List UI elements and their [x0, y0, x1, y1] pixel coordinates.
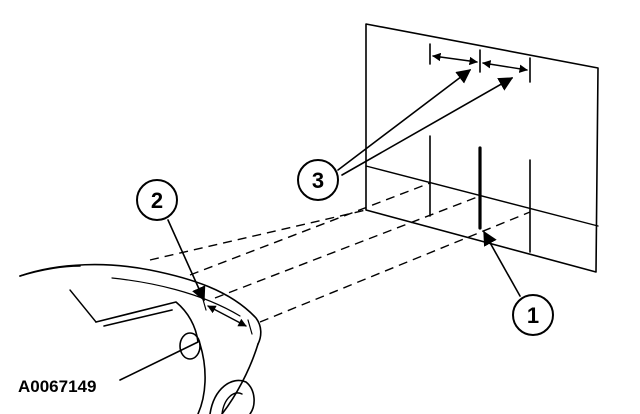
- dimension-arrow-right: [482, 60, 528, 73]
- aiming-screen: [365, 23, 599, 273]
- callout-3-label: 3: [312, 168, 324, 193]
- leader-2: [167, 219, 206, 302]
- callout-1-label: 1: [527, 303, 539, 328]
- horizontal-reference-line: [365, 165, 599, 227]
- leader-3a: [337, 69, 472, 171]
- callout-1: 1: [512, 294, 554, 336]
- figure-id-code: A0067149: [18, 377, 96, 396]
- callout-2-label: 2: [151, 188, 163, 213]
- callout-3: 3: [297, 159, 339, 201]
- dimension-arrow-left: [432, 52, 478, 66]
- vehicle-dimension: [201, 295, 253, 335]
- projection-lines: [149, 182, 531, 323]
- leader-1: [483, 230, 521, 297]
- leader-3b: [341, 77, 514, 176]
- callout-2: 2: [136, 179, 178, 221]
- callout-leaders: [167, 69, 521, 302]
